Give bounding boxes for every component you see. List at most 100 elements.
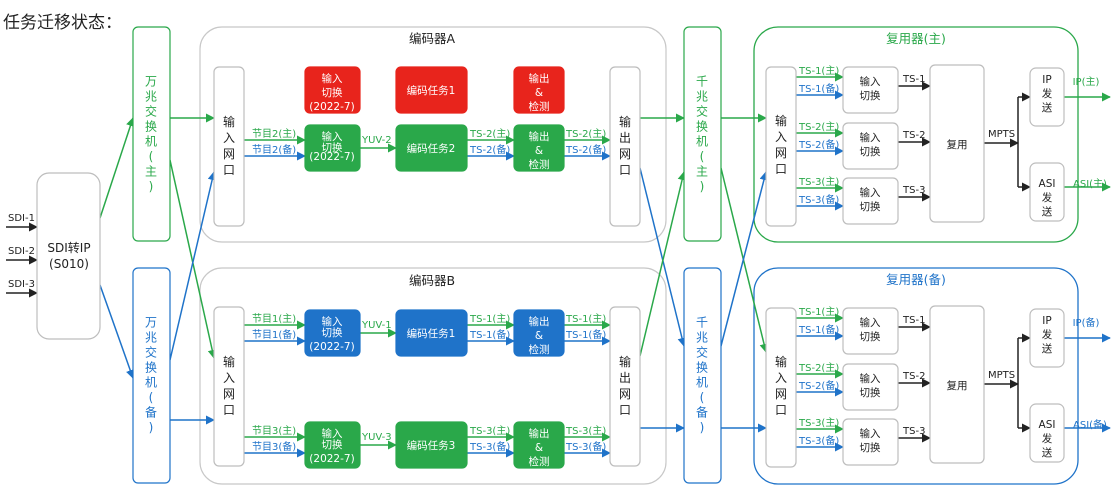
sdi-input-label-2: SDI-2: [8, 246, 35, 257]
encoder-a-task: [395, 124, 468, 172]
tenG-switch-backup: [132, 267, 171, 484]
svg-text:兆: 兆: [696, 331, 708, 345]
svg-text:口: 口: [775, 162, 787, 176]
b-r1-task-label: 编码任务1: [407, 327, 456, 340]
svg-text:): ): [700, 180, 705, 194]
encoder-b-r2-task: [395, 421, 468, 469]
svg-text:换: 换: [145, 120, 157, 134]
svg-text:主: 主: [696, 165, 708, 179]
mux-backup-mux-box: [929, 305, 985, 464]
mux-backup-row0-out-label: TS-1: [902, 315, 925, 326]
mux-main-row2-sw-l2: 切换: [860, 200, 881, 213]
svg-text:(: (: [700, 150, 705, 164]
b-r2-out-l2: &: [535, 442, 543, 454]
sdi-to-tenG-backup: [99, 284, 135, 379]
svg-text:输: 输: [619, 114, 631, 129]
svg-text:千: 千: [696, 75, 708, 89]
encoder-a-output-port: [609, 66, 641, 227]
svg-text:机: 机: [145, 376, 157, 390]
mux-backup-title: 复用器(备): [886, 272, 946, 287]
mux-backup-row2-backup-label: TS-3(备): [798, 434, 839, 447]
mux-main-row0-sw-l2: 切换: [860, 89, 881, 102]
b2-out-main-label: TS-3(主): [565, 425, 606, 437]
oneG-switch-main: [683, 26, 722, 242]
svg-text:网: 网: [775, 387, 787, 401]
svg-text:): ): [149, 421, 154, 435]
a-prog-main-label: 节目2(主): [252, 128, 296, 140]
mux-backup-mpts-label: MPTS: [988, 370, 1015, 381]
mux-backup-mux-label: 复用: [947, 379, 968, 392]
svg-text:输: 输: [223, 354, 235, 369]
b1-ts-main-label: TS-1(主): [469, 313, 510, 325]
svg-text:出: 出: [619, 131, 631, 145]
mux-main-ip-send: [1029, 67, 1065, 127]
svg-text:网: 网: [619, 147, 631, 161]
svg-text:千: 千: [696, 316, 708, 330]
svg-text:备: 备: [696, 406, 708, 420]
mux-main-row2-input-switch: [842, 177, 899, 225]
mux-backup-row0-backup-label: TS-1(备): [798, 323, 839, 336]
encoder-a-input-port: [213, 66, 245, 227]
svg-text:入: 入: [223, 131, 235, 145]
encoder-a-input-switch: [304, 124, 361, 172]
a-in-l1: 输入: [322, 130, 343, 143]
encoder-a-red-input-switch: [304, 66, 361, 114]
b-r1-out-l3: 检测: [529, 343, 550, 356]
mux-backup-row1-out-label: TS-2: [902, 371, 925, 382]
svg-text:兆: 兆: [145, 90, 157, 104]
sdi-converter-line1: SDI转IP: [47, 240, 90, 255]
encoder-a-title: 编码器A: [409, 31, 456, 46]
mux-main-asi-out-label: ASI(主): [1073, 178, 1107, 190]
b-r2-out-l3: 检测: [529, 455, 550, 468]
b2-prog-backup-label: 节目3(备): [252, 440, 296, 453]
svg-text:网: 网: [223, 387, 235, 401]
red-out-l1: 输出: [529, 72, 550, 85]
mux-main-row2-backup-label: TS-3(备): [798, 193, 839, 206]
svg-text:口: 口: [223, 403, 235, 417]
mux-main-mpts-label: MPTS: [988, 129, 1015, 140]
a-out-l1: 输出: [529, 130, 550, 143]
encoder-b-r2-output-detect: [513, 421, 565, 469]
mux-main-row2-sw-l1: 输入: [860, 186, 881, 199]
b1-prog-main-label: 节目1(主): [252, 313, 296, 325]
svg-text:口: 口: [619, 403, 631, 417]
a-yuv-label: YUV-2: [361, 135, 392, 146]
svg-text:口: 口: [775, 403, 787, 417]
mux-backup-asi-out-label: ASI(备): [1073, 418, 1107, 431]
mux-backup-row2-sw-l1: 输入: [860, 427, 881, 440]
b2-out-backup-label: TS-3(备): [565, 440, 606, 453]
svg-text:交: 交: [696, 104, 708, 119]
mux-main-mux-box: [929, 64, 985, 223]
mux-backup-row1-sw-l1: 输入: [860, 372, 881, 385]
a-out-backup-label: TS-2(备): [565, 143, 606, 156]
encoder-b-r2-input-switch: [304, 421, 361, 469]
mux-main-row2-out-label: TS-3: [902, 185, 925, 196]
mux-main-row0-main-label: TS-1(主): [798, 65, 839, 77]
b-r2-in-l2: 切换: [322, 438, 343, 451]
svg-text:入: 入: [775, 371, 787, 385]
tenG-backup-to-enc-a: [169, 171, 217, 361]
svg-text:机: 机: [145, 135, 157, 149]
b2-ts-main-label: TS-3(主): [469, 425, 510, 437]
a-in-l2: (2022-7): [309, 151, 354, 163]
svg-text:交: 交: [696, 345, 708, 360]
b2-yuv-label: YUV-3: [361, 432, 392, 443]
mux-main-row0-backup-label: TS-1(备): [798, 82, 839, 95]
mux-backup-row1-sw-l2: 切换: [860, 386, 881, 399]
mux-backup-row1-main-label: TS-2(主): [798, 362, 839, 374]
mux-main-asi-send: [1029, 162, 1065, 222]
a-out-l3: 检测: [529, 158, 550, 171]
sdi-input-label-1: SDI-1: [8, 213, 35, 224]
svg-text:交: 交: [145, 104, 157, 119]
mux-backup-row2-input-switch: [842, 418, 899, 466]
b-r1-in-l3: (2022-7): [309, 341, 354, 353]
svg-text:万: 万: [145, 316, 157, 330]
